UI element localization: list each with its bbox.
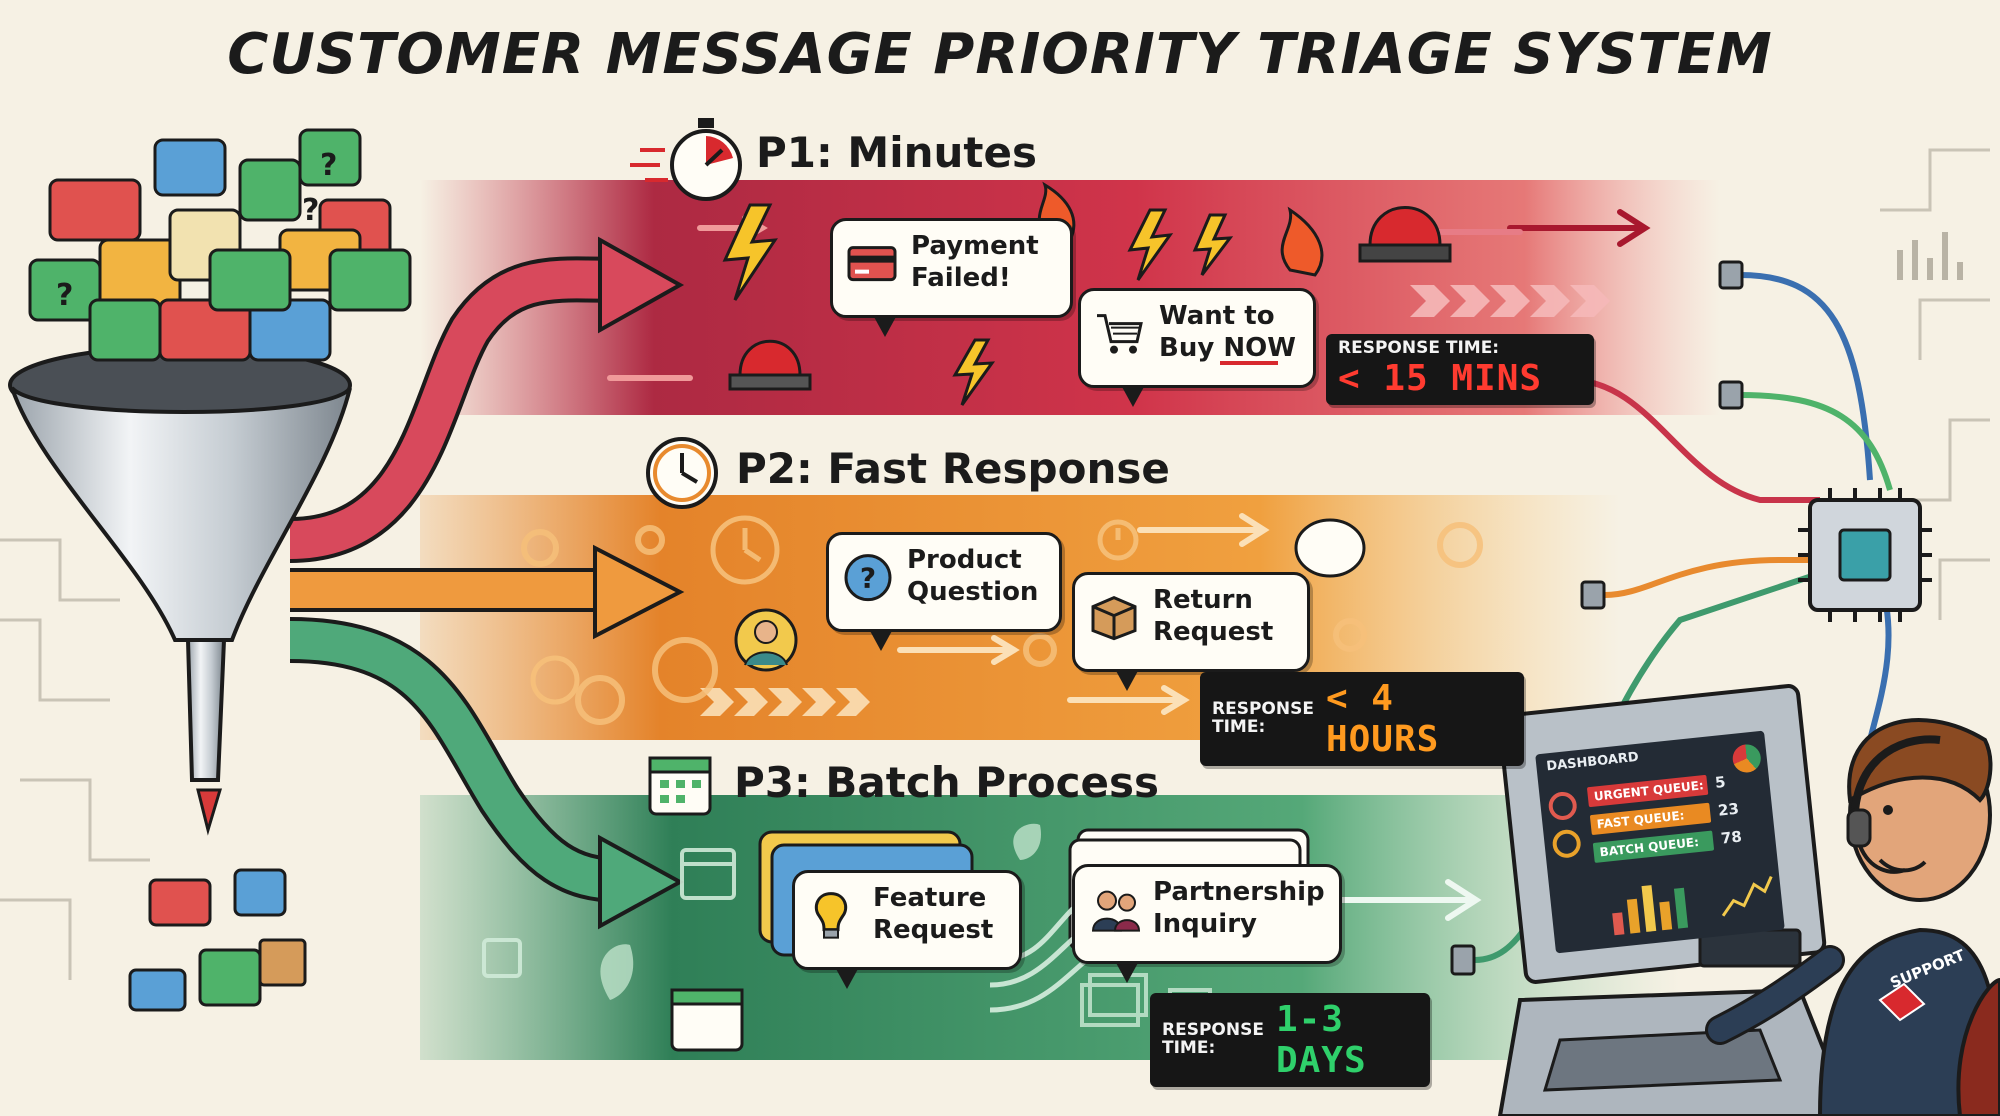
message-text: Product Question: [907, 545, 1039, 607]
lightning-icons: [722, 203, 1234, 406]
svg-text:?: ?: [860, 562, 876, 595]
pile-glyphs: ???: [56, 148, 337, 313]
mini-bar-chart-icon: [1609, 870, 1704, 936]
p3-lane-label: P3: Batch Process: [734, 758, 1160, 807]
svg-text:?: ?: [320, 148, 337, 183]
urgent-queue-label: URGENT QUEUE:: [1586, 774, 1709, 808]
bar-chart-sketch-icon: [1897, 232, 1963, 280]
batch-queue-count: 78: [1720, 827, 1743, 848]
cpu-chip-icon: [1798, 488, 1932, 622]
svg-text:?: ?: [56, 278, 73, 313]
response-time-value: < 4 HOURS: [1325, 678, 1440, 760]
message-bubble-return-request: Return Request: [1072, 572, 1310, 691]
outgoing-messages-pile: [128, 868, 307, 1012]
gauge-icon: [1547, 790, 1579, 822]
clock-icon: [646, 437, 718, 509]
message-bubble-want-to-buy-now: Want to Buy NOW: [1078, 288, 1316, 407]
response-time-label: RESPONSE TIME:: [1162, 1020, 1264, 1058]
wall-clock-icons: [530, 515, 1139, 705]
pie-chart-icon: [1731, 743, 1763, 774]
p3-response-time-panel: RESPONSE TIME: 1-3 DAYS: [1150, 993, 1430, 1087]
message-bubble-payment-failed: Payment Failed!: [830, 218, 1073, 337]
p2-flow-arrow: [290, 544, 685, 640]
response-time-label: RESPONSE TIME:: [1338, 338, 1500, 358]
stopwatch-icon: [630, 118, 742, 201]
shopping-cart-icon: [1095, 312, 1145, 365]
fast-queue-label: FAST QUEUE:: [1589, 802, 1712, 836]
leaf-icons: [600, 823, 1041, 1000]
p1-lane-label: P1: Minutes: [756, 128, 1037, 177]
siren-icon: [1358, 206, 1452, 263]
circuit-traces-right: [1880, 148, 1990, 620]
response-time-value: 1-3 DAYS: [1275, 999, 1367, 1081]
question-mark-icon: ?: [843, 553, 893, 612]
gear-icons: [521, 522, 1483, 725]
p2-lane-label: P2: Fast Response: [736, 444, 1170, 493]
package-icon: [1089, 595, 1139, 650]
p3-flow-arrow: [289, 617, 685, 930]
p1-flow-arrow: [289, 236, 685, 563]
dashboard-title: DASHBOARD: [1545, 749, 1640, 775]
p1-response-time-content: RESPONSE TIME: < 15 MINS: [1338, 338, 1543, 399]
buy-now-underline: [1220, 361, 1278, 365]
response-time-value: < 15 MINS: [1338, 357, 1543, 399]
message-text: Payment Failed!: [911, 231, 1039, 293]
message-bubble-feature-request: Feature Request: [792, 870, 1022, 989]
incoming-messages-pile: [28, 128, 412, 362]
speed-arrows: [607, 209, 1651, 921]
svg-text:?: ?: [302, 193, 319, 228]
calendar-icon: [648, 756, 712, 816]
p3-lane-band: [420, 795, 1680, 1060]
credit-card-icon: [847, 246, 897, 291]
lightbulb-icon: [809, 890, 853, 951]
people-icon: [1089, 885, 1143, 944]
p1-response-time-panel: RESPONSE TIME: < 15 MINS: [1326, 334, 1594, 405]
message-text: Want to Buy NOW: [1159, 301, 1296, 363]
message-text: Return Request: [1153, 585, 1274, 647]
mini-line-chart-icon: [1721, 875, 1773, 917]
p1-chevrons: [1410, 285, 1610, 317]
message-bubble-product-question: ? Product Question: [826, 532, 1062, 651]
green-calendar-icon: [670, 988, 744, 1052]
page-title: CUSTOMER MESSAGE PRIORITY TRIAGE SYSTEM: [227, 22, 1773, 87]
urgent-queue-count: 5: [1714, 772, 1727, 792]
calendar-decor-icon: [482, 848, 736, 978]
alarm-light-icon: [728, 339, 812, 391]
support-agent: [1705, 718, 2000, 1116]
fast-queue-count: 23: [1717, 799, 1740, 820]
message-text: Feature Request: [873, 883, 994, 945]
dashboard-screen: DASHBOARD URGENT QUEUE: 5 FAST QUEUE: 23…: [1535, 730, 1785, 954]
p2-response-time-panel: RESPONSE TIME: < 4 HOURS: [1200, 672, 1524, 766]
batch-queue-label: BATCH QUEUE:: [1592, 830, 1715, 863]
message-text: Partnership Inquiry: [1153, 877, 1325, 939]
customer-avatar: [734, 608, 798, 672]
gauge-icon: [1551, 828, 1583, 860]
message-bubble-partnership-inquiry: Partnership Inquiry: [1072, 864, 1342, 983]
response-time-label: RESPONSE TIME:: [1212, 699, 1314, 737]
